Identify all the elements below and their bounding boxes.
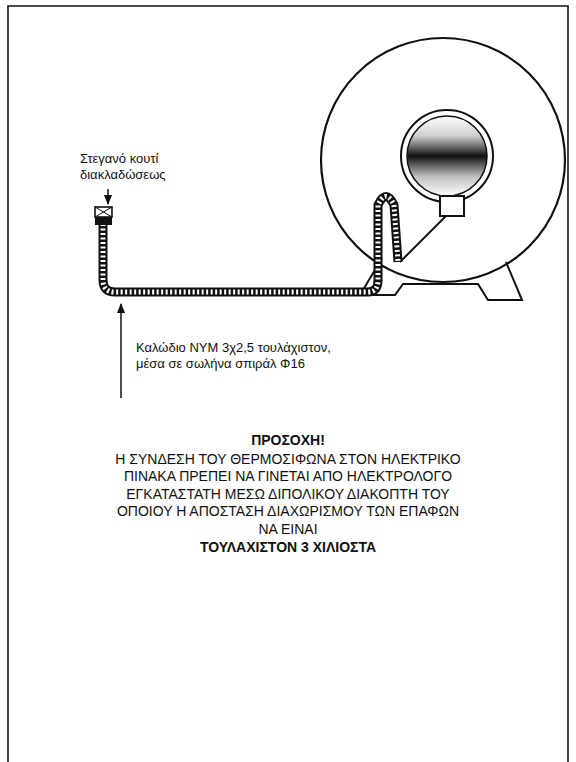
warning-heading: ΠΡΟΣΟΧΗ! bbox=[58, 432, 518, 450]
inner-wire bbox=[400, 216, 446, 262]
heating-element bbox=[407, 116, 487, 196]
leader-arrow bbox=[107, 189, 109, 204]
junction-box-gland bbox=[95, 217, 112, 225]
warning-text: ΤΟΥΛΑΧΙΣΤΟΝ 3 ΧΙΛΙΟΣΤΑ bbox=[58, 539, 518, 557]
warning-text: Η ΣΥΝΔΕΣΗ ΤΟΥ ΘΕΡΜΟΣΙΦΩΝΑ ΣΤΟΝ ΗΛΕΚΤΡΙΚΟ… bbox=[108, 451, 468, 539]
part-label: Καλώδιο NYM 3χ2,5 τουλάχιστον, μέσα σε σ… bbox=[136, 340, 351, 373]
boiler-body bbox=[321, 38, 565, 282]
spiral-conduit bbox=[103, 197, 398, 293]
page-frame bbox=[8, 6, 568, 762]
junction-box bbox=[95, 207, 112, 217]
leader-arrow bbox=[120, 304, 122, 398]
part-label: Στεγανό κουτί διακλαδώσεως bbox=[80, 151, 192, 184]
conduit-spiral-stripes bbox=[103, 197, 398, 293]
junction-box-cross bbox=[95, 207, 112, 217]
thermostat bbox=[440, 196, 464, 216]
flange-ring bbox=[401, 110, 493, 202]
